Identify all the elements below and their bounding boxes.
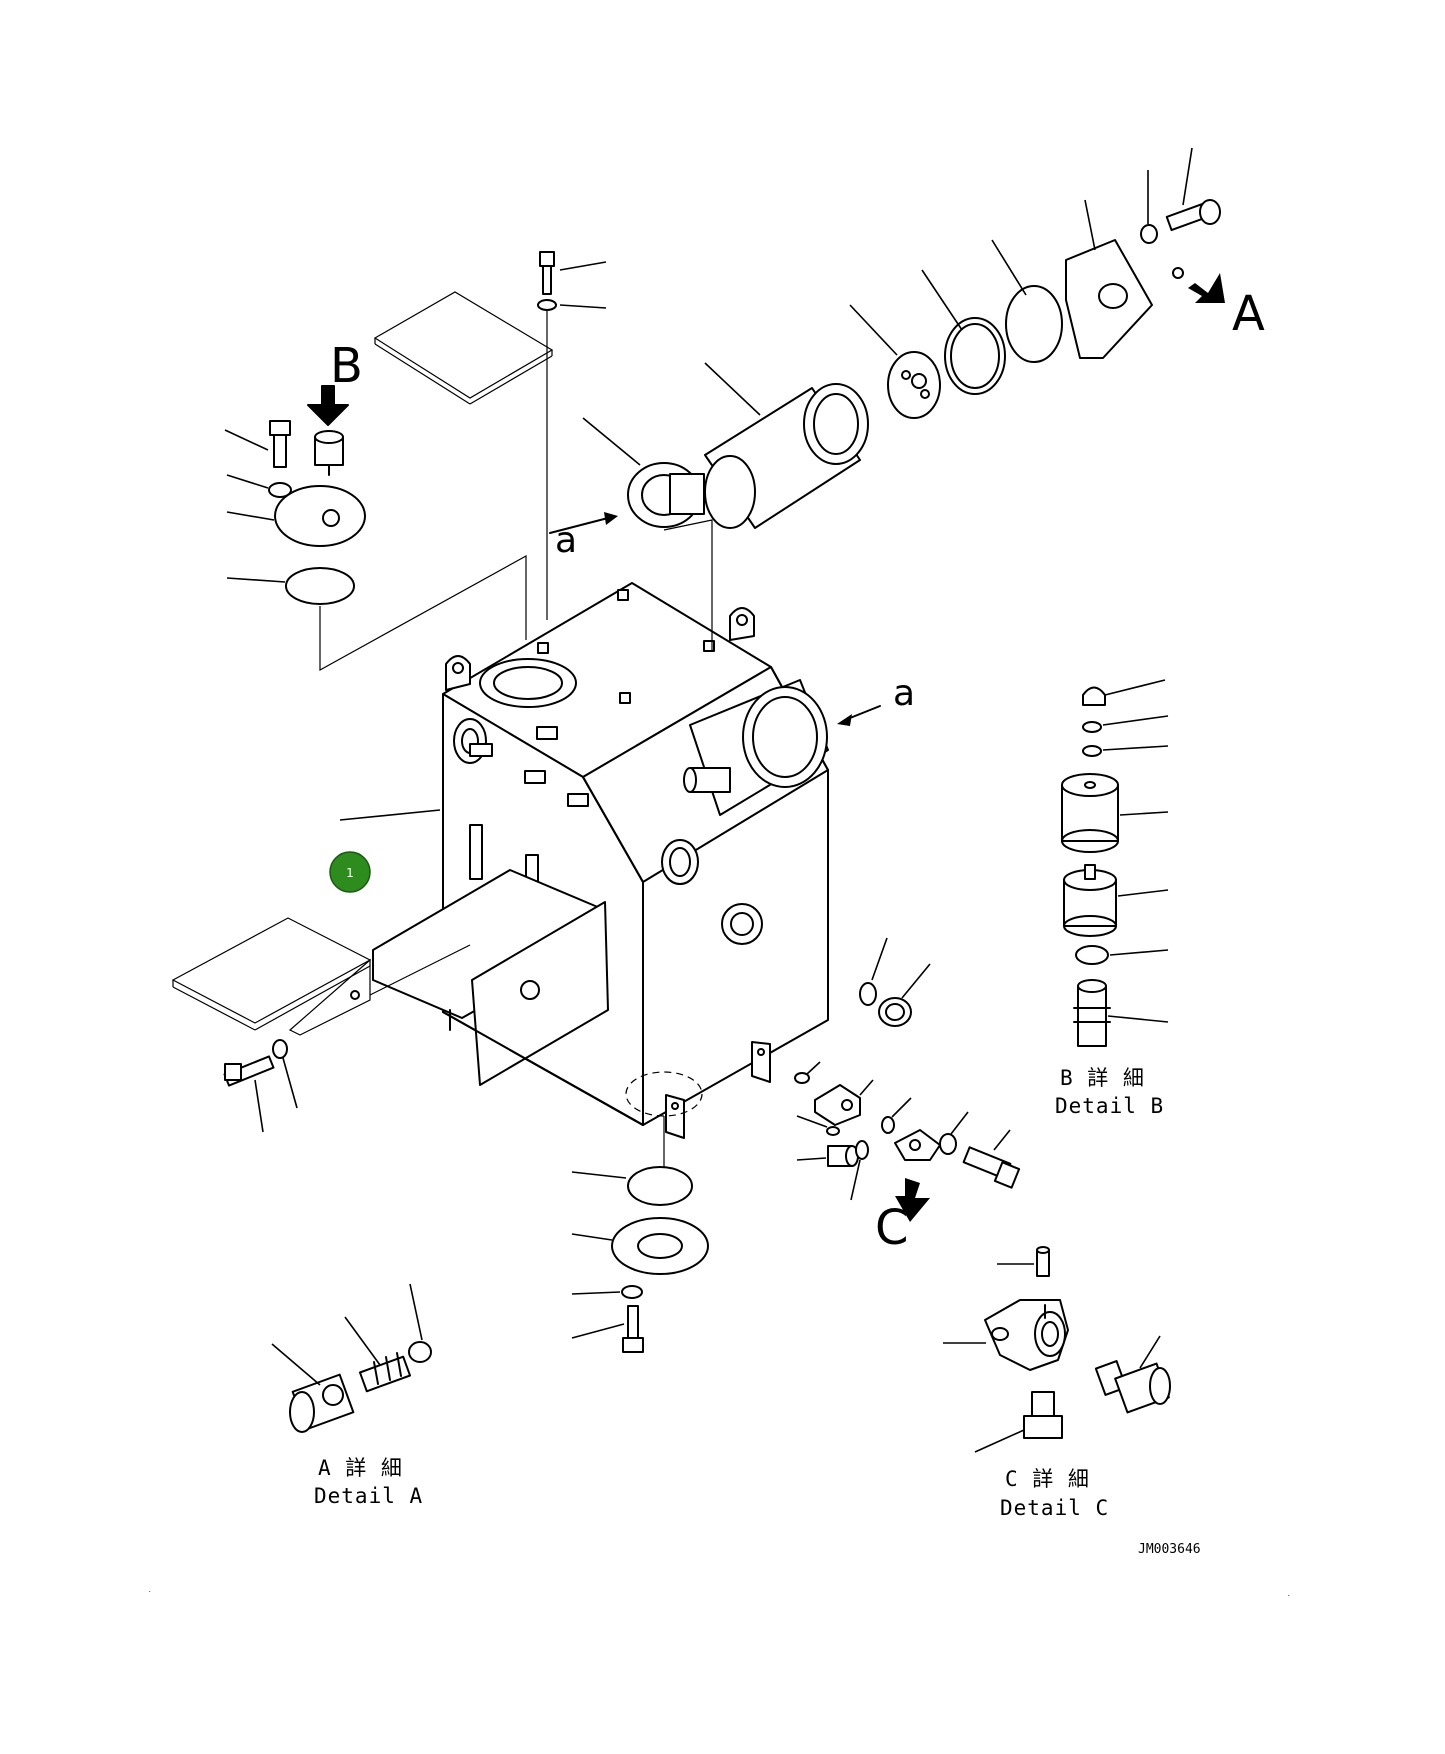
detail-c-en: Detail C bbox=[1000, 1496, 1109, 1520]
callout-badge-circle[interactable] bbox=[329, 851, 371, 893]
detail-c-parts bbox=[943, 1246, 1171, 1453]
detail-c-jp: C 詳 細 bbox=[1005, 1467, 1090, 1491]
filter-assembly bbox=[549, 147, 1225, 726]
drawing-code: JM003646 bbox=[1138, 1542, 1201, 1557]
detail-a-parts bbox=[271, 1283, 432, 1433]
top-cover-plate bbox=[373, 251, 607, 620]
corner-mark-left: . bbox=[148, 1587, 152, 1594]
c-assembly-parts bbox=[794, 937, 1021, 1222]
view-arrow-label-a: A bbox=[1232, 286, 1265, 342]
callout-number: 1 bbox=[346, 866, 354, 880]
breather-assembly bbox=[224, 385, 527, 672]
mount-bracket bbox=[171, 917, 471, 1133]
detail-b-parts bbox=[1061, 679, 1169, 1047]
detail-b-en: Detail B bbox=[1055, 1094, 1164, 1118]
detail-b-jp: B 詳 細 bbox=[1060, 1066, 1145, 1090]
view-arrow-label-c: C bbox=[875, 1200, 909, 1256]
flow-mark-top: a bbox=[555, 520, 577, 561]
corner-mark-right: . bbox=[1287, 1591, 1291, 1598]
flow-mark-right: a bbox=[893, 673, 915, 714]
detail-a-en: Detail A bbox=[314, 1484, 423, 1508]
drain-plate-parts bbox=[571, 1116, 709, 1353]
hydraulic-tank bbox=[339, 582, 829, 1139]
detail-a-jp: A 詳 細 bbox=[318, 1456, 403, 1480]
callout-badge[interactable]: 1 bbox=[329, 851, 371, 893]
view-arrow-label-b: B bbox=[330, 338, 363, 394]
